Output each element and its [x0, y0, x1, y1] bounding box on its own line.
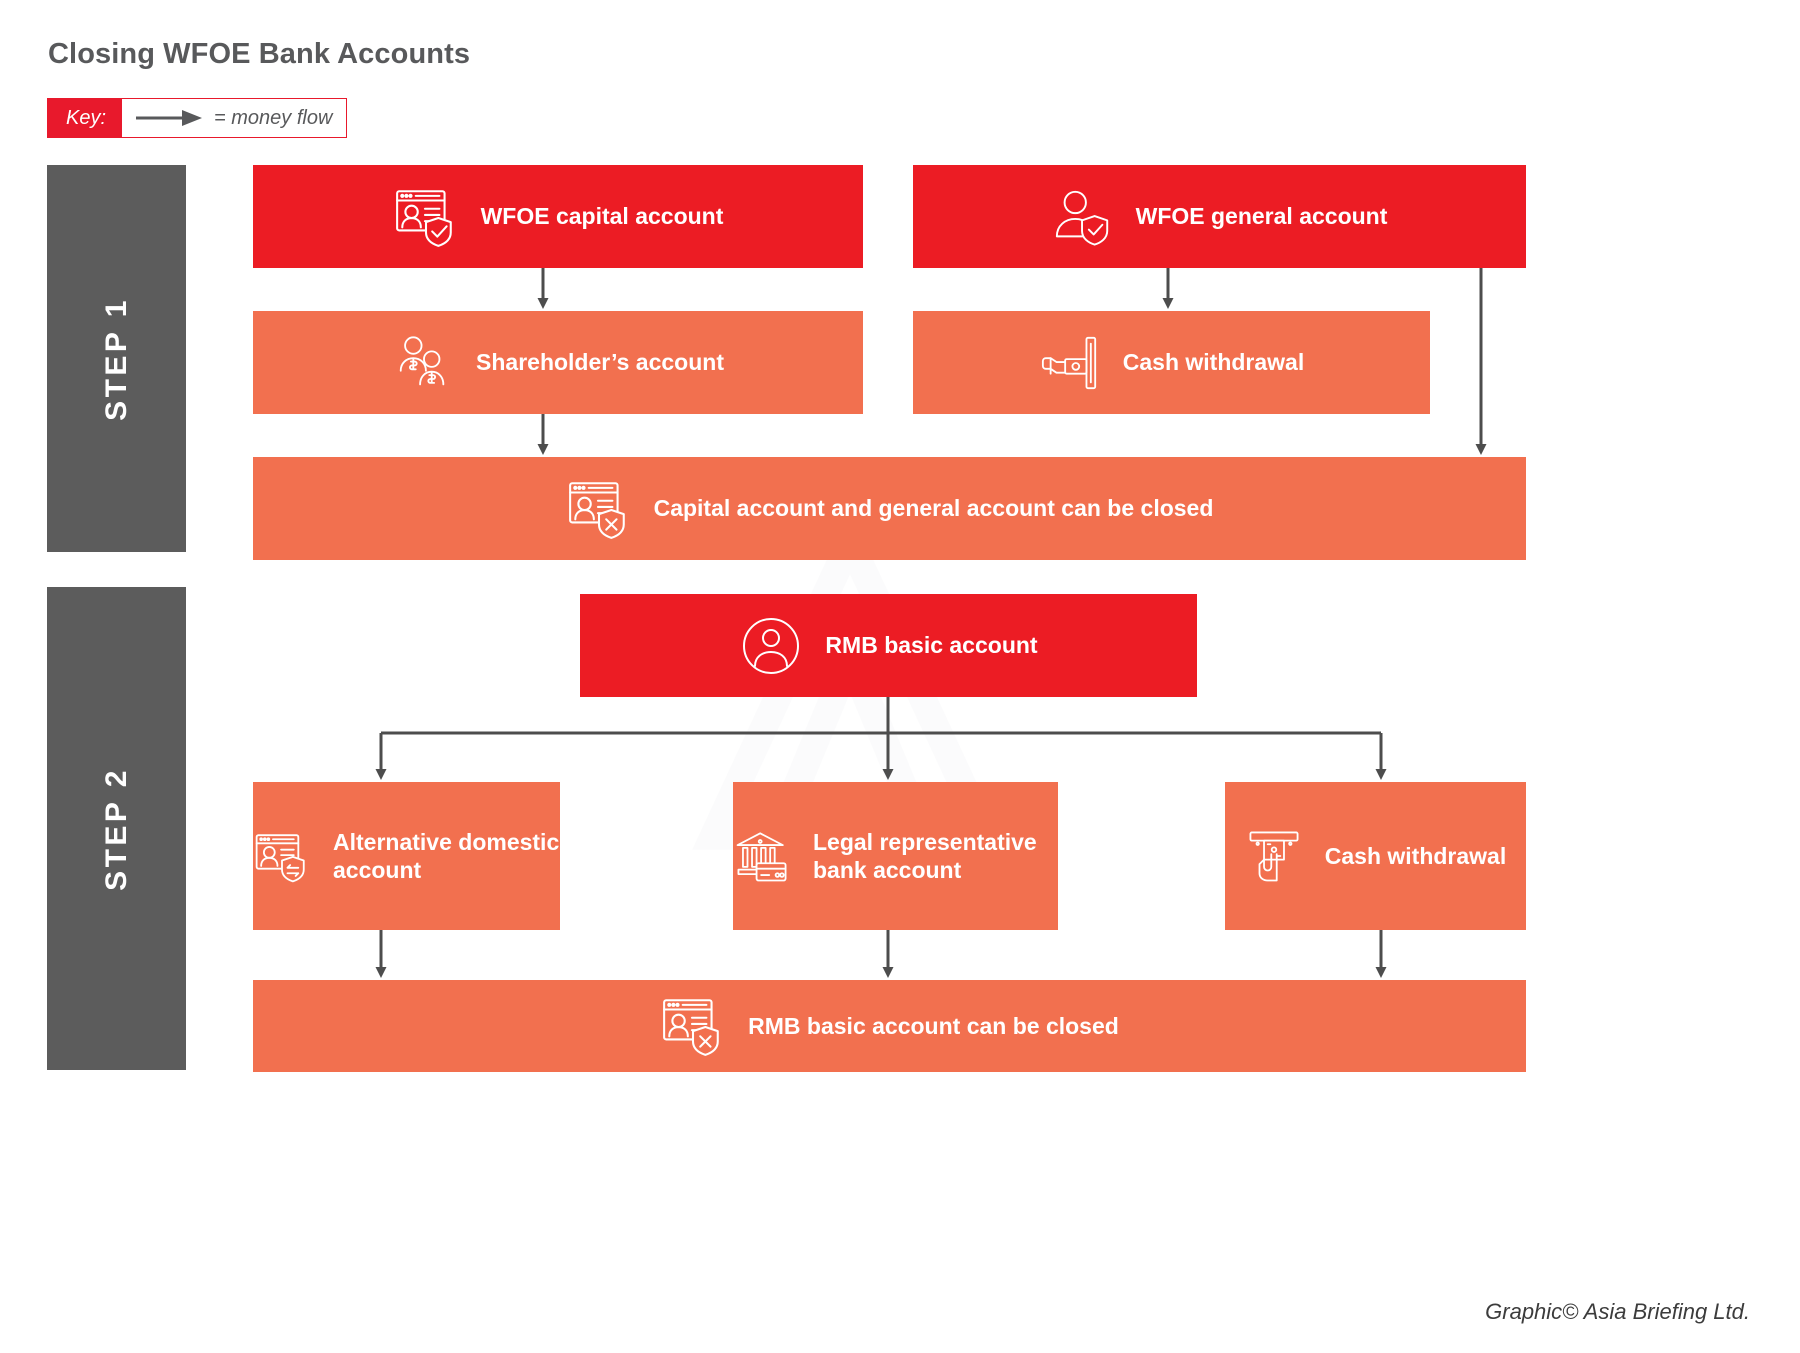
legend-key: Key: = money flow: [47, 98, 348, 138]
arrow-right-icon: [136, 110, 203, 126]
legend-key-meaning: = money flow: [214, 106, 333, 129]
id-card-person-shield-x-icon: [663, 999, 719, 1056]
box-label: RMB basic account: [825, 632, 1038, 659]
box-label: Cash withdrawal: [1122, 349, 1305, 376]
box-alternative-domestic-account[interactable]: Alternative domestic account: [253, 782, 560, 930]
box-label: Cash withdrawal: [1324, 842, 1507, 869]
box-label: WFOE general account: [1135, 203, 1388, 230]
box-rmb-basic-closed[interactable]: RMB basic account can be closed: [253, 980, 1526, 1072]
legend-key-label: Key:: [48, 99, 123, 137]
hand-cash-atm-icon: [1041, 336, 1096, 389]
legend-key-body: = money flow: [122, 99, 347, 137]
atm-hand-cash-icon: [1249, 831, 1299, 882]
credit-line: Graphic© Asia Briefing Ltd.: [1485, 1299, 1750, 1324]
box-wfoe-capital-account[interactable]: WFOE capital account: [253, 165, 863, 268]
box-label: RMB basic account can be closed: [748, 1012, 1119, 1039]
step-bar-1: STEP 1: [47, 165, 186, 552]
person-shield-check-icon: [1055, 190, 1108, 246]
box-capital-general-closed[interactable]: Capital account and general account can …: [253, 457, 1526, 560]
box-shareholders-account[interactable]: Shareholder’s account: [253, 311, 863, 414]
box-label: Legal representative bank account: [813, 828, 1037, 883]
step-1-label: STEP 1: [99, 296, 133, 421]
box-label: Alternative domestic account: [333, 828, 560, 883]
box-label: Capital account and general account can …: [653, 495, 1214, 522]
id-card-person-shield-x-icon: [568, 481, 625, 539]
box-wfoe-general-account[interactable]: WFOE general account: [913, 165, 1526, 268]
page-title: Closing WFOE Bank Accounts: [48, 38, 471, 70]
two-people-money-icon: [399, 335, 445, 385]
user-circle-icon: [743, 617, 800, 674]
box-rmb-basic-account[interactable]: RMB basic account: [580, 594, 1197, 697]
id-card-person-shield-transfer-icon: [255, 834, 305, 883]
bank-building-card-icon: [736, 832, 787, 882]
box-label: WFOE capital account: [480, 203, 724, 230]
step-2-label: STEP 2: [99, 766, 133, 891]
box-cash-withdrawal-step2[interactable]: Cash withdrawal: [1225, 782, 1526, 930]
box-cash-withdrawal-step1[interactable]: Cash withdrawal: [913, 311, 1430, 414]
box-label: Shareholder’s account: [476, 349, 724, 376]
id-card-person-shield-check-icon: [395, 189, 452, 247]
step-bar-2: STEP 2: [47, 587, 186, 1070]
box-legal-representative-bank-account[interactable]: Legal representative bank account: [733, 782, 1058, 930]
